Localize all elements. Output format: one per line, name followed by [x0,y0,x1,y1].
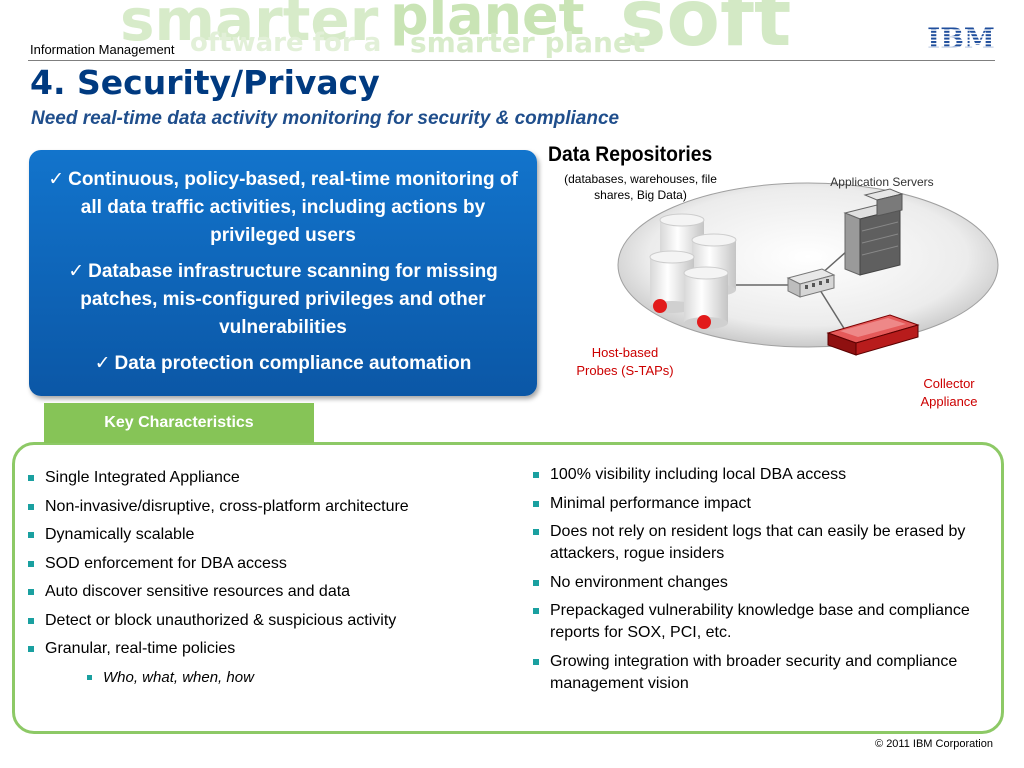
ibm-logo-text: IBM [928,24,994,51]
host-probes-line: Host-based [591,345,659,360]
section-label: Information Management [30,42,175,57]
list-item: Dynamically scalable [25,524,515,546]
network-switch [786,268,836,298]
highlight-text: Database infrastructure scanning for mis… [80,261,498,338]
watermark-word: soft [620,0,792,64]
list-item: 100% visibility including local DBA acce… [530,464,998,486]
app-servers-label: Application Servers [830,175,933,189]
ibm-logo: IBM [928,24,994,51]
list-item: Growing integration with broader securit… [530,651,998,695]
list-item: Granular, real-time policies [25,638,515,660]
watermark-word: oftware for a [190,28,382,58]
list-item: No environment changes [530,572,998,594]
repositories-title: Data Repositories [548,143,713,166]
highlight-text: Data protection compliance automation [114,353,472,374]
check-icon: ✓ [68,261,85,282]
copyright: © 2011 IBM Corporation [875,738,993,750]
page-title: 4. Security/Privacy [30,63,380,102]
highlight-item: ✓Continuous, policy-based, real-time mon… [43,166,523,250]
highlight-text: Continuous, policy-based, real-time moni… [68,169,518,246]
watermark-word: smarter planet [410,26,646,59]
host-probes-line: Probes (S-TAPs) [576,363,674,378]
collector-line: Appliance [920,394,978,409]
highlight-item: ✓Database infrastructure scanning for mi… [43,258,523,342]
key-characteristics-tab: Key Characteristics [44,403,314,443]
host-probes-label: Host-based Probes (S-TAPs) [560,344,690,380]
list-item: Non-invasive/disruptive, cross-platform … [25,496,515,518]
repositories-subtitle: (databases, warehouses, file shares, Big… [564,172,717,202]
check-icon: ✓ [94,353,111,374]
list-item: Does not rely on resident logs that can … [530,521,998,565]
architecture-diagram: Application Servers [617,175,999,356]
watermark-word: planet [390,0,585,47]
collector-appliance [826,314,920,356]
list-item: SOD enforcement for DBA access [25,553,515,575]
collector-line: Collector [923,376,975,391]
header-divider [28,60,995,61]
page-subtitle: Need real-time data activity monitoring … [31,108,620,129]
highlight-item: ✓Data protection compliance automation [43,350,523,378]
server-rack [843,188,904,276]
probe-marker [697,315,711,329]
database-cylinders [649,213,737,329]
key-characteristics-box [12,442,1004,734]
probe-marker [653,299,667,313]
right-characteristics-list: 100% visibility including local DBA acce… [530,464,998,695]
left-characteristics-list: Single Integrated Appliance Non-invasive… [25,467,515,689]
collector-label: Collector Appliance [894,375,1004,411]
watermark-banner: smarter planet soft oftware for a smarte… [60,0,940,67]
highlights-box: ✓Continuous, policy-based, real-time mon… [29,150,537,396]
list-item: Detect or block unauthorized & suspiciou… [25,610,515,632]
list-subitem: Who, what, when, how [25,667,515,689]
list-item: Prepackaged vulnerability knowledge base… [530,600,998,644]
list-item: Single Integrated Appliance [25,467,515,489]
list-item: Minimal performance impact [530,493,998,515]
check-icon: ✓ [48,169,65,190]
watermark-word: smarter [120,0,379,54]
list-item: Auto discover sensitive resources and da… [25,581,515,603]
